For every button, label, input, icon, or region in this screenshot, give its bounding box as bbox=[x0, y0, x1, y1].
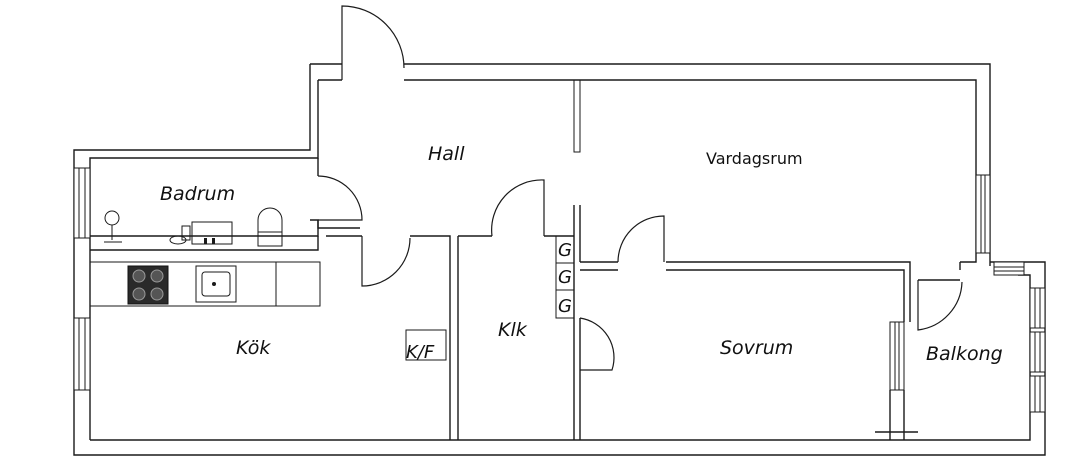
bathroom-fixtures bbox=[104, 207, 283, 247]
kf-box bbox=[405, 329, 447, 361]
label-hall: Hall bbox=[428, 143, 465, 165]
toilet-icon bbox=[257, 207, 283, 247]
label-garderob-2: G bbox=[558, 267, 572, 288]
window-balkong-3 bbox=[1029, 375, 1046, 413]
shower-icon bbox=[104, 210, 120, 226]
room-labels: Hall Vardagsrum Badrum Kök Klk Sovrum Ba… bbox=[160, 143, 1003, 365]
door-badrum bbox=[317, 175, 363, 221]
label-garderob-1: G bbox=[558, 240, 572, 261]
sink-icon bbox=[195, 265, 237, 303]
label-klk: Klk bbox=[498, 319, 528, 341]
window-balkong-top bbox=[993, 261, 1025, 276]
door-sovrum bbox=[617, 215, 665, 263]
door-balkong bbox=[917, 280, 963, 331]
door-klk bbox=[491, 179, 545, 237]
label-balkong: Balkong bbox=[926, 343, 1003, 365]
doors bbox=[317, 5, 963, 371]
door-klk-garderob bbox=[579, 317, 615, 371]
stove-icon bbox=[127, 265, 169, 305]
interior-walls bbox=[90, 79, 961, 440]
window-balkong-1 bbox=[1029, 287, 1046, 329]
door-kok bbox=[361, 236, 411, 287]
window-balkong-2 bbox=[1029, 331, 1046, 373]
window-kok bbox=[73, 317, 91, 391]
label-garderob-3: G bbox=[558, 296, 572, 317]
kitchen-counter bbox=[89, 261, 321, 307]
window-sovrum bbox=[889, 321, 905, 391]
windows bbox=[73, 167, 1046, 413]
window-badrum bbox=[73, 167, 91, 239]
door-entrance bbox=[341, 5, 405, 80]
label-kf: K/F bbox=[406, 342, 435, 363]
window-vardagsrum bbox=[975, 174, 991, 254]
label-vardagsrum: Vardagsrum bbox=[706, 149, 803, 168]
label-kok: Kök bbox=[236, 337, 271, 359]
label-badrum: Badrum bbox=[160, 183, 235, 205]
label-sovrum: Sovrum bbox=[720, 337, 793, 359]
